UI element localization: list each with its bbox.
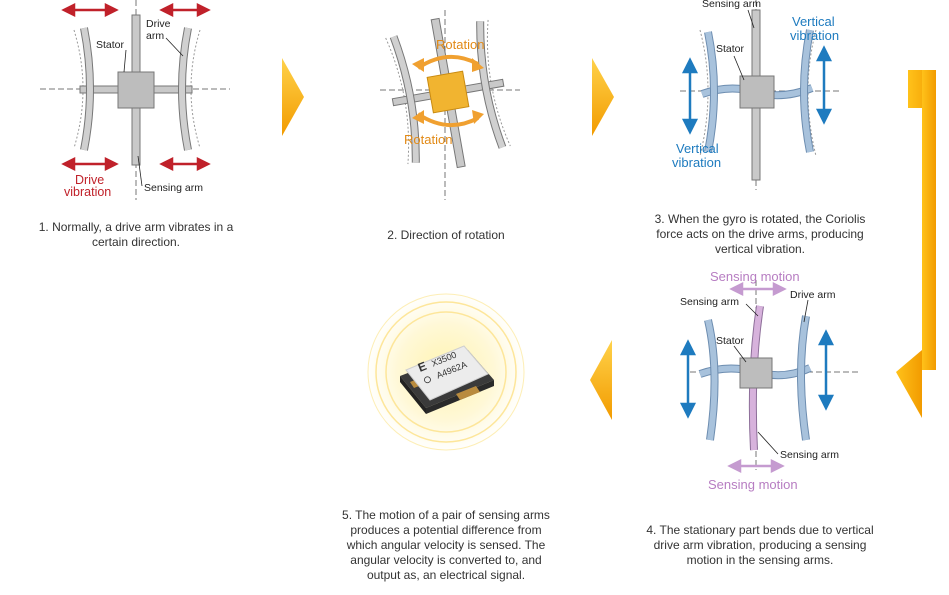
- caption-line: output as, an electrical signal.: [366, 568, 526, 582]
- caption-line: vertical vibration.: [714, 242, 806, 256]
- step-arrow-down-connector: [896, 70, 936, 418]
- caption-step-4: 4. The stationary part bends due to vert…: [624, 523, 896, 568]
- panel-normal-vibration: Stator Drive arm Sensing arm Drive vibra…: [0, 0, 280, 260]
- label-sensing-motion-top: Sensing motion: [710, 269, 800, 284]
- caption-line: 5. The motion of a pair of sensing arms: [342, 508, 550, 522]
- panel-coriolis: Sensing arm Stator Vertical vibration Ve…: [630, 0, 900, 260]
- label-stator: Stator: [96, 39, 125, 51]
- caption-line: certain direction.: [91, 235, 181, 249]
- caption-line: 3. When the gyro is rotated, the Corioli…: [654, 212, 866, 226]
- label-vertical-left-1: Vertical: [676, 141, 719, 156]
- panel-sensor-chip: E X3500 A4962A: [360, 290, 530, 460]
- label-stator: Stator: [716, 335, 745, 347]
- step-arrow-right-2: [592, 58, 614, 136]
- caption-step-5: 5. The motion of a pair of sensing arms …: [310, 508, 582, 583]
- label-drive-vibration-2: vibration: [64, 185, 111, 199]
- label-sensing-arm: Sensing arm: [702, 0, 761, 10]
- label-drive-arm-2: arm: [146, 30, 164, 42]
- gyro-diagram-normal: Stator Drive arm Sensing arm Drive vibra…: [40, 0, 230, 200]
- caption-line: force acts on the drive arms, producing: [656, 227, 864, 241]
- label-drive-arm-1: Drive: [146, 18, 171, 30]
- caption-step-3: 3. When the gyro is rotated, the Corioli…: [624, 212, 896, 257]
- vertical-vibration-arrows: [681, 45, 833, 135]
- label-vertical-left-2: vibration: [672, 155, 721, 170]
- label-vertical-right-2: vibration: [790, 28, 839, 43]
- label-sensing-arm-bottom: Sensing arm: [780, 449, 839, 461]
- caption-line: drive arm vibration, producing a sensing: [653, 538, 867, 552]
- caption-step-1: 1. Normally, a drive arm vibrates in a c…: [0, 220, 272, 250]
- label-drive-vibration-1: Drive: [75, 173, 104, 187]
- sensing-motion-arrows: [727, 281, 787, 474]
- label-rotation-top: Rotation: [436, 37, 484, 52]
- caption-line: motion in the sensing arms.: [686, 553, 834, 567]
- caption-line: 1. Normally, a drive arm vibrates in a: [38, 220, 234, 234]
- gyro-diagram-coriolis: Sensing arm Stator Vertical vibration Ve…: [672, 0, 840, 190]
- label-sensing-arm-top: Sensing arm: [680, 296, 739, 308]
- gyro-diagram-rotation: Rotation Rotation: [380, 10, 520, 200]
- step-arrow-left: [590, 340, 612, 420]
- label-stator: Stator: [716, 43, 745, 55]
- label-rotation-bottom: Rotation: [404, 132, 452, 147]
- caption-line: 2. Direction of rotation: [387, 228, 505, 242]
- step-arrow-right-1: [282, 58, 304, 136]
- caption-line: produces a potential difference from: [350, 523, 542, 537]
- panel-sensing-motion: Sensing motion Sensing arm Drive arm Sta…: [660, 260, 900, 500]
- label-drive-arm: Drive arm: [790, 289, 836, 301]
- panel-rotation: Rotation Rotation: [300, 0, 590, 260]
- sensor-chip-illustration: E X3500 A4962A: [366, 292, 526, 452]
- label-sensing-motion-bottom: Sensing motion: [708, 477, 798, 492]
- vertical-vibration-arrows: [679, 329, 835, 419]
- label-sensing-arm: Sensing arm: [144, 182, 203, 194]
- caption-line: which angular velocity is sensed. The: [346, 538, 546, 552]
- caption-line: angular velocity is converted to, and: [350, 553, 542, 567]
- caption-line: 4. The stationary part bends due to vert…: [646, 523, 874, 537]
- drive-vibration-arrows: [61, 2, 211, 172]
- gyro-diagram-sensing: Sensing motion Sensing arm Drive arm Sta…: [679, 269, 860, 492]
- label-vertical-right-1: Vertical: [792, 14, 835, 29]
- caption-step-2: 2. Direction of rotation: [310, 228, 582, 243]
